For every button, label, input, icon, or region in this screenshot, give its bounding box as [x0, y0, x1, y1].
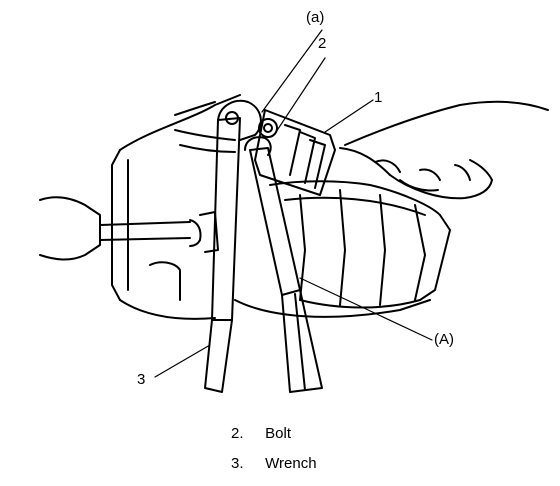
extension-bar [39, 196, 219, 261]
leader-lines [154, 29, 433, 378]
wrench-left-handle [204, 100, 262, 393]
legend-label: Wrench [265, 455, 317, 472]
legend-item-bolt: 2. Bolt [231, 425, 291, 442]
legend-item-wrench: 3. Wrench [231, 455, 317, 472]
legend-number: 2. [231, 425, 244, 442]
callout-a-small: (a) [306, 9, 325, 26]
callout-3: 3 [137, 371, 146, 388]
hand-glove [339, 100, 549, 200]
callout-1: 1 [374, 89, 383, 106]
callout-A-large: (A) [434, 331, 454, 348]
legend-label: Bolt [265, 425, 292, 442]
wrench-right-handle [244, 136, 323, 393]
bolt-holder-tool [254, 109, 336, 196]
legend-number: 3. [231, 455, 244, 472]
engine-block-outline [111, 94, 241, 320]
oil-pan [174, 129, 451, 318]
callout-2: 2 [318, 35, 327, 52]
